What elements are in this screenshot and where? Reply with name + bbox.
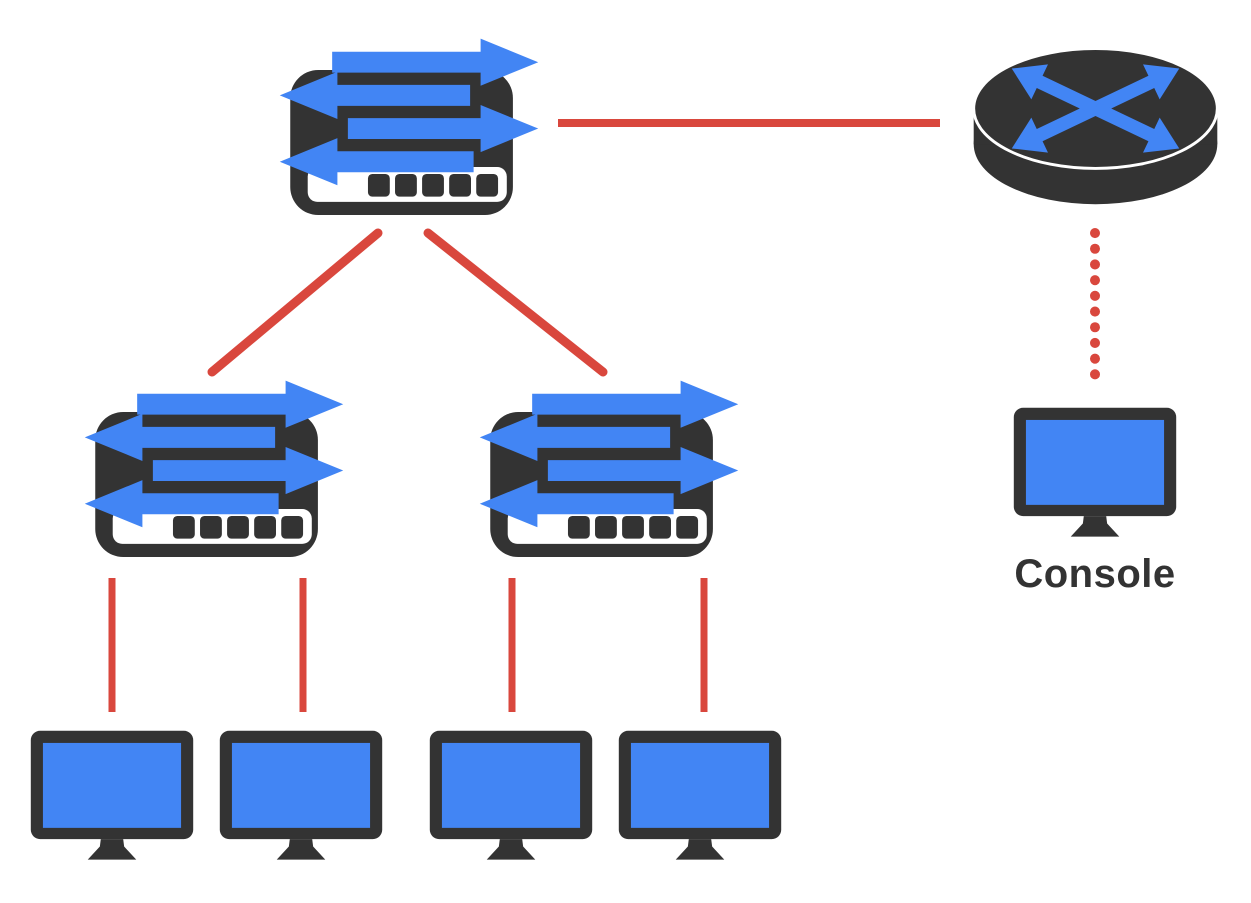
- workstation-2: [217, 728, 385, 868]
- monitor-icon: [217, 728, 385, 868]
- monitor-icon: [616, 728, 784, 868]
- switch-icon: [83, 378, 345, 557]
- workstation-3: [427, 728, 595, 868]
- router-icon: [968, 36, 1223, 210]
- core-switch: [278, 36, 540, 215]
- switch-icon: [278, 36, 540, 215]
- link-core-switch-access-right: [423, 228, 608, 377]
- switch-icon: [478, 378, 740, 557]
- access-switch-right: [478, 378, 740, 557]
- workstation-4: [616, 728, 784, 868]
- access-switch-left: [83, 378, 345, 557]
- monitor-icon: [427, 728, 595, 868]
- router: [968, 36, 1223, 210]
- console-workstation: [1011, 405, 1179, 545]
- workstation-1: [28, 728, 196, 868]
- console-label: Console: [1014, 552, 1176, 596]
- link-core-switch-access-left: [207, 228, 383, 377]
- monitor-icon: [1011, 405, 1179, 545]
- monitor-icon: [28, 728, 196, 868]
